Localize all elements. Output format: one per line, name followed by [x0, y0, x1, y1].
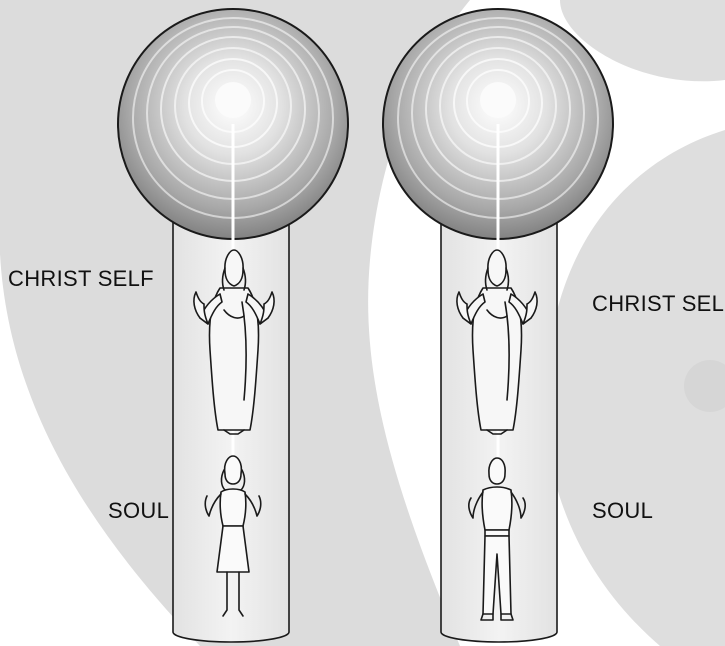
label-christ-self-right: CHRIST SELF: [592, 291, 725, 317]
label-soul-left: SOUL: [108, 498, 169, 524]
label-christ-self-left: CHRIST SELF: [8, 266, 154, 292]
label-soul-right: SOUL: [592, 498, 653, 524]
